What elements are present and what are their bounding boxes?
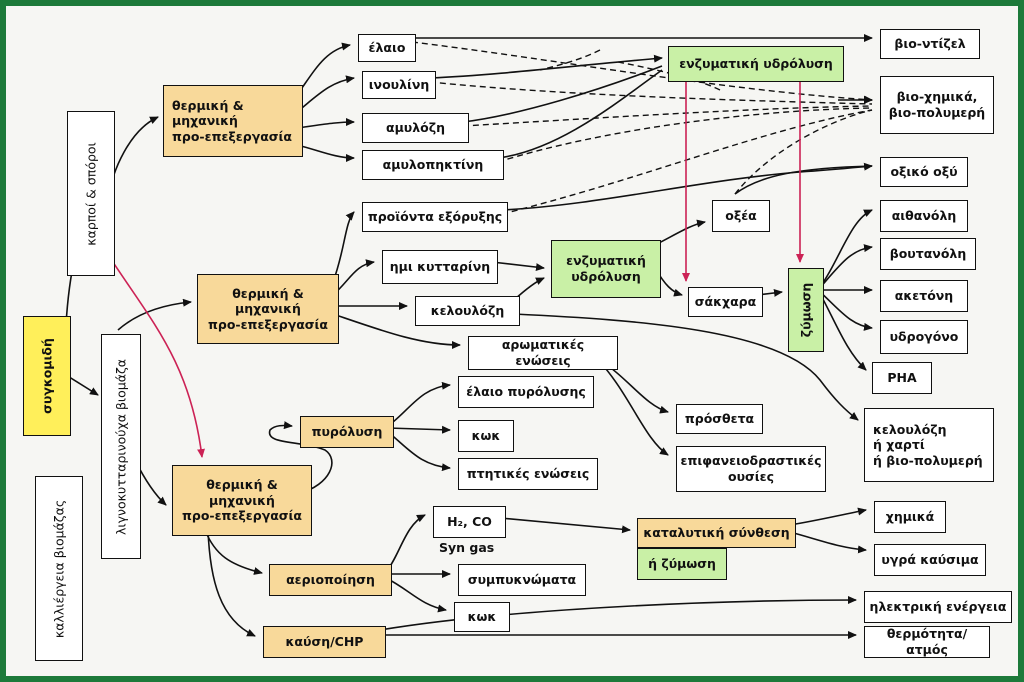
arrow-pretreat1-to-oil [296, 42, 351, 96]
node-amylose: αμυλόζη [362, 113, 469, 143]
node-pretreatment-1: θερμική & μηχανική προ-επεξεργασία [163, 85, 303, 157]
node-amylopectin: αμυλοπηκτίνη [362, 150, 504, 180]
node-or-fermentation: ή ζύμωση [637, 548, 727, 580]
node-hydrogen: υδρογόνο [880, 320, 968, 354]
node-additives: πρόσθετα [676, 404, 763, 434]
node-hemicellulose: ημι κυτταρίνη [382, 250, 498, 284]
node-lignocellulosic-biomass: λιγνοκυτταρινούχα βιομάζα [101, 334, 141, 559]
node-aromatic-compounds: αρωματικές ενώσεις [468, 336, 618, 370]
node-pretreatment-2: θερμική & μηχανική προ-επεξεργασία [197, 274, 339, 344]
arrow-pretreat3-to-pyrolysis [268, 421, 333, 494]
node-harvest: συγκομιδή [23, 316, 71, 436]
node-pretreatment-3: θερμική & μηχανική προ-επεξεργασία [172, 465, 312, 536]
node-fermentation: ζύμωση [788, 268, 824, 352]
node-h2-co: H₂, CO [433, 506, 506, 538]
arrow-pretreat2-to-hemicellulose [332, 259, 375, 296]
node-enzymatic-hydrolysis-mid: ενζυματική υδρόλυση [551, 240, 661, 298]
node-gasification: αεριοποίηση [269, 564, 392, 596]
node-pyrolysis: πυρόλυση [300, 416, 394, 448]
node-electricity: ηλεκτρική ενέργεια [864, 591, 1012, 623]
node-fruits-seeds: καρποί & σπόροι [67, 111, 115, 276]
arrow-pretreat3-to-gasification [204, 529, 263, 575]
arrow-lignocell-to-pretreat2 [117, 298, 192, 331]
arrow-pretreat1-to-amylopectin [296, 144, 355, 162]
node-enzymatic-hydrolysis-top: ενζυματική υδρόλυση [668, 46, 844, 82]
arrow-pretreat2-to-extraction [332, 211, 355, 283]
node-liquid-fuels: υγρά καύσιμα [874, 544, 986, 576]
arrow-pretreat1-to-amylose [296, 118, 355, 129]
arrow-pretreat2-to-aromatic [332, 313, 461, 349]
node-acids: οξέα [712, 200, 770, 232]
node-biodiesel: βιο-ντίζελ [880, 29, 980, 59]
node-biomass-cultivation: καλλιέργεια βιομάζας [35, 476, 83, 661]
node-pha: PHA [872, 362, 932, 394]
node-ethanol: αιθανόλη [880, 200, 968, 232]
node-volatiles: πτητικές ενώσεις [458, 458, 598, 490]
node-oil: έλαιο [358, 34, 416, 62]
node-surfactants: επιφανειοδραστικές ουσίες [676, 446, 826, 492]
node-coke-1: κωκ [458, 420, 514, 452]
node-pyrolysis-oil: έλαιο πυρόλυσης [458, 376, 594, 408]
node-sugars: σάκχαρα [688, 287, 763, 317]
arrow-seeds-to-pretreat1 [107, 116, 159, 201]
node-chemicals: χημικά [874, 501, 946, 533]
arrow-pretreat3-to-combustion [207, 529, 256, 637]
arrow-harvest-to-lignocellulosic [65, 374, 99, 396]
node-acetic-acid: οξικό οξύ [880, 157, 968, 187]
node-cellulose: κελουλόζη [415, 296, 520, 326]
arrow-cellulose-to-paper [513, 313, 859, 421]
node-extraction-products: προϊόντα εξόρυξης [362, 202, 508, 232]
node-cellulose-paper-biopolymers: κελουλόζη ή χαρτί ή βιο-πολυμερή [864, 408, 994, 482]
node-acetone: ακετόνη [880, 280, 968, 312]
node-heat-steam: θερμότητα/ατμός [864, 626, 990, 658]
node-inulin: ινουλίνη [362, 71, 436, 99]
node-condensates: συμπυκνώματα [458, 564, 586, 596]
node-combustion-chp: καύση/CHP [263, 626, 386, 658]
node-butanol: βουτανόλη [880, 238, 976, 270]
node-catalytic-synthesis: καταλυτική σύνθεση [637, 518, 796, 548]
node-coke-2: κωκ [454, 602, 510, 632]
red-arrow-seeds-to-pretreat3 [104, 249, 205, 458]
label-syn-gas: Syn gas [439, 540, 495, 555]
node-biochemicals-biopolymers: βιο-χημικά, βιο-πολυμερή [880, 76, 994, 134]
